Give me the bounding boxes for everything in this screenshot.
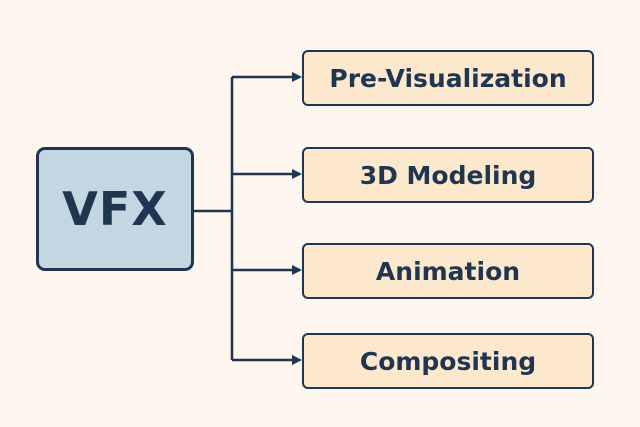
child-node-animation: Animation bbox=[302, 243, 594, 299]
child-node-label: Compositing bbox=[359, 346, 537, 376]
child-node-pre-visualization: Pre-Visualization bbox=[302, 50, 594, 106]
child-node-3d-modeling: 3D Modeling bbox=[302, 147, 594, 203]
child-node-compositing: Compositing bbox=[302, 333, 594, 389]
root-node-vfx: VFX bbox=[36, 147, 194, 271]
child-node-label: 3D Modeling bbox=[359, 160, 537, 190]
root-node-label: VFX bbox=[62, 182, 168, 236]
child-node-label: Pre-Visualization bbox=[329, 63, 567, 93]
child-node-label: Animation bbox=[375, 256, 521, 286]
